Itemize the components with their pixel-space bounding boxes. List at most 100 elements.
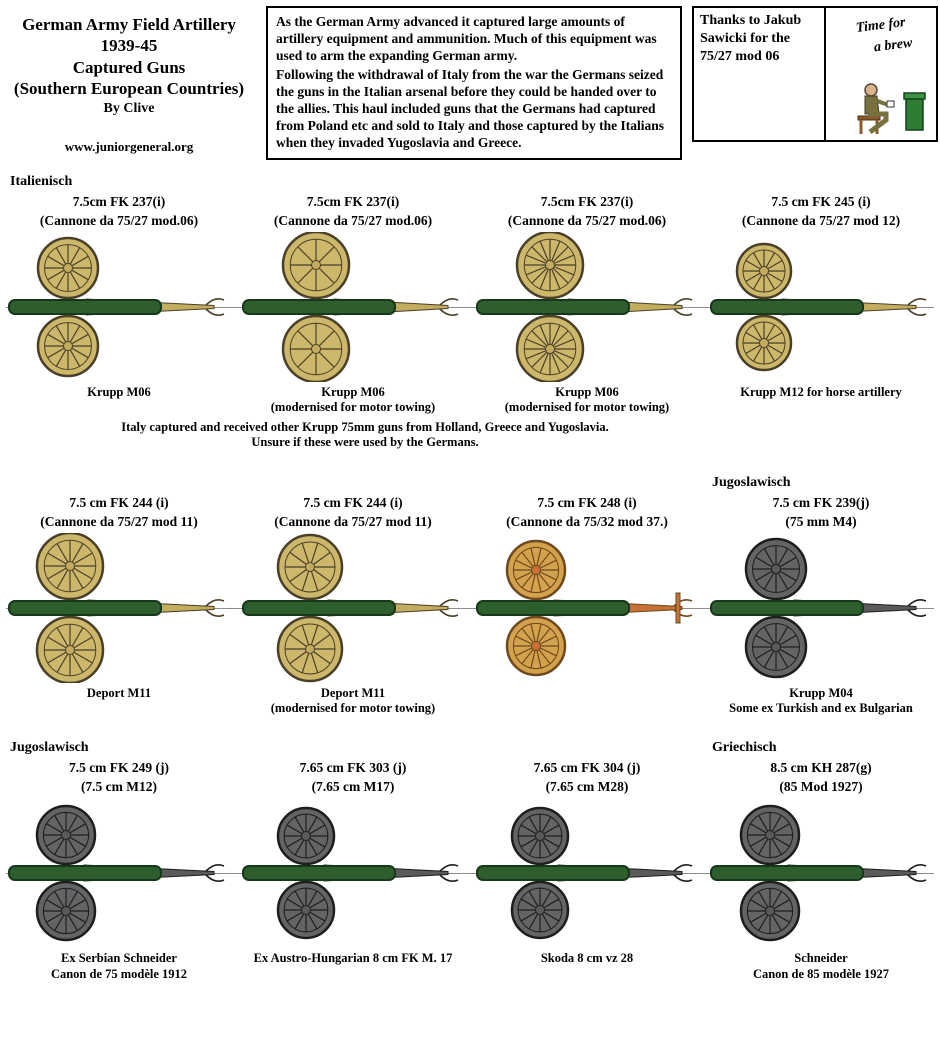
gun-caption: Krupp M06 (555, 385, 619, 399)
thanks-text: Thanks to Jakub Sawicki for the 75/27 mo… (694, 8, 826, 140)
gun-designation: 8.5 cm KH 287(g) (770, 760, 872, 776)
gun-designation: 7.5 cm FK 245 (i) (771, 194, 871, 209)
region-heading (470, 740, 704, 760)
author-line: By Clive (103, 101, 155, 116)
gun-caption: Some ex Turkish and ex Bulgarian (729, 701, 913, 715)
gun-captions: Deport M11(modernised for motor towing) (236, 683, 470, 717)
gun-native-name: (Cannone da 75/27 mod.06) (273, 213, 433, 228)
title-years: 1939-45 (100, 36, 158, 56)
gun-cell: 7.5cm FK 237(i)(Cannone da 75/27 mod.06)… (236, 174, 470, 416)
seated-figure-icon (857, 83, 926, 134)
gun-cell: 7.5 cm FK 248 (i)(Cannone da 75/32 mod 3… (470, 475, 704, 717)
gun-native-name: (Cannone da 75/27 mod 11) (40, 513, 198, 529)
row-note-line: Unsure if these were used by the Germans… (251, 435, 479, 450)
region-heading: Jugoslawisch (712, 474, 791, 490)
gun-captions (470, 683, 704, 716)
gun-designation: 7.65 cm FK 303 (j) (299, 760, 407, 776)
gun-cell: 7.65 cm FK 303 (j) (7.65 cm M17) Ex Austro… (236, 740, 470, 982)
gun-illustration (476, 539, 693, 676)
gun-caption: Ex Serbian Schneider (61, 951, 177, 966)
gun-cell: 7.5 cm FK 244 (i) (Cannone da 75/27 mod 1… (236, 475, 470, 717)
gun-illustration (710, 805, 927, 942)
mirror-axis-line (6, 607, 934, 609)
region-heading (2, 475, 236, 495)
gun-illustration (242, 232, 459, 382)
gun-designation: 7.5 cm FK 248 (i) (537, 494, 637, 510)
gun-native-name: (Cannone da 75/27 mod 11) (274, 513, 432, 529)
brew-illustration: Time for a brew (826, 8, 936, 140)
gun-illustration (242, 807, 459, 940)
gun-designation: 7.5 cm FK 244 (i) (303, 494, 403, 510)
region-heading: Italienisch (10, 174, 73, 189)
gun-illustration (710, 242, 927, 372)
gun-captions: Krupp M06(modernised for motor towing) (236, 382, 470, 416)
region-heading (236, 174, 470, 194)
gun-designation: 7.5cm FK 237(i) (540, 194, 634, 209)
gun-rows: Italienisch 7.5cm FK 237(i) (Cannone da 75… (0, 164, 940, 982)
gun-designation: 7.5 cm FK 249 (j) (68, 760, 170, 776)
title-subject: Captured Guns (72, 57, 186, 77)
gun-designation: 7.5 cm FK 244 (i) (69, 494, 169, 510)
gun-cell: 7.5cm FK 237(i) (Cannone da 75/27 mod.06)… (470, 174, 704, 416)
gun-caption: Ex Austro-Hungarian 8 cm FK M. 17 (253, 951, 453, 966)
gun-captions: Krupp M06(modernised for motor towing) (470, 382, 704, 416)
gun-caption: (modernised for motor towing) (504, 400, 670, 415)
mirror-axis-line (6, 873, 934, 875)
page-header: German Army Field Artillery 1939-45 Capt… (0, 0, 940, 164)
gun-designation: 7.65 cm FK 304 (j) (533, 760, 641, 776)
gun-row: 7.5 cm FK 244 (i) (Cannone da 75/27 mod 1… (2, 465, 938, 717)
gun-row: Italienisch 7.5cm FK 237(i) (Cannone da 75… (2, 164, 938, 451)
thanks-box: Thanks to Jakub Sawicki for the 75/27 mo… (692, 6, 938, 142)
row-note-line: Italy captured and received other Krupp … (121, 419, 609, 434)
gun-caption: (modernised for motor towing) (270, 701, 436, 715)
region-heading (704, 174, 938, 194)
gun-caption: Krupp M06 (321, 385, 385, 399)
row-note: Italy captured and received other Krupp … (10, 420, 720, 451)
gun-caption: Krupp M12 for horse artillery (740, 385, 902, 399)
website-url: www.juniorgeneral.org (64, 139, 194, 154)
gun-cell: 7.5 cm FK 244 (i) (Cannone da 75/27 mod 1… (2, 475, 236, 717)
gun-captions: Deport M11 (2, 683, 236, 716)
gun-grid: 7.5 cm FK 244 (i) (Cannone da 75/27 mod 1… (2, 475, 938, 717)
gun-cell: 7.5 cm FK 245 (i)(Cannone da 75/27 mod 1… (704, 174, 938, 416)
gun-native-name: (7.65 cm M28) (545, 779, 629, 795)
gun-caption: Krupp M04 (789, 685, 853, 700)
mirror-axis-line (6, 307, 934, 308)
gun-native-name: (7.65 cm M17) (311, 779, 395, 795)
gun-illustration (8, 236, 225, 378)
gun-cell: 7.65 cm FK 304 (j) (7.65 cm M28) Skoda 8 c… (470, 740, 704, 982)
gun-captions: Skoda 8 cm vz 28 (470, 948, 704, 981)
gun-caption: Skoda 8 cm vz 28 (540, 951, 634, 966)
page-title: German Army Field Artillery (22, 15, 236, 34)
gun-illustration (8, 532, 225, 683)
gun-native-name: (Cannone da 75/27 mod.06) (39, 213, 199, 228)
gun-caption: Deport M11 (86, 685, 152, 700)
gun-captions: Krupp M06 (2, 382, 236, 415)
intro-paragraph-2: Following the withdrawal of Italy from t… (276, 67, 665, 150)
gun-illustration (242, 533, 459, 682)
gun-caption: (modernised for motor towing) (270, 400, 436, 415)
gun-caption: Canon de 75 modèle 1912 (50, 966, 188, 981)
region-heading: Griechisch (712, 740, 777, 756)
gun-caption: Schneider (794, 951, 848, 966)
gun-caption: Krupp M06 (87, 385, 151, 399)
region-heading: Jugoslawisch (10, 740, 89, 756)
gun-native-name: (Cannone da 75/27 mod.06) (507, 213, 667, 228)
intro-box: As the German Army advanced it captured … (266, 6, 682, 160)
gun-illustration (476, 807, 693, 940)
gun-grid: Italienisch 7.5cm FK 237(i) (Cannone da 75… (2, 174, 938, 416)
region-heading (236, 740, 470, 760)
gun-caption: Deport M11 (320, 685, 386, 700)
gun-illustration (710, 537, 927, 678)
title-region: (Southern European Countries) (13, 78, 245, 98)
